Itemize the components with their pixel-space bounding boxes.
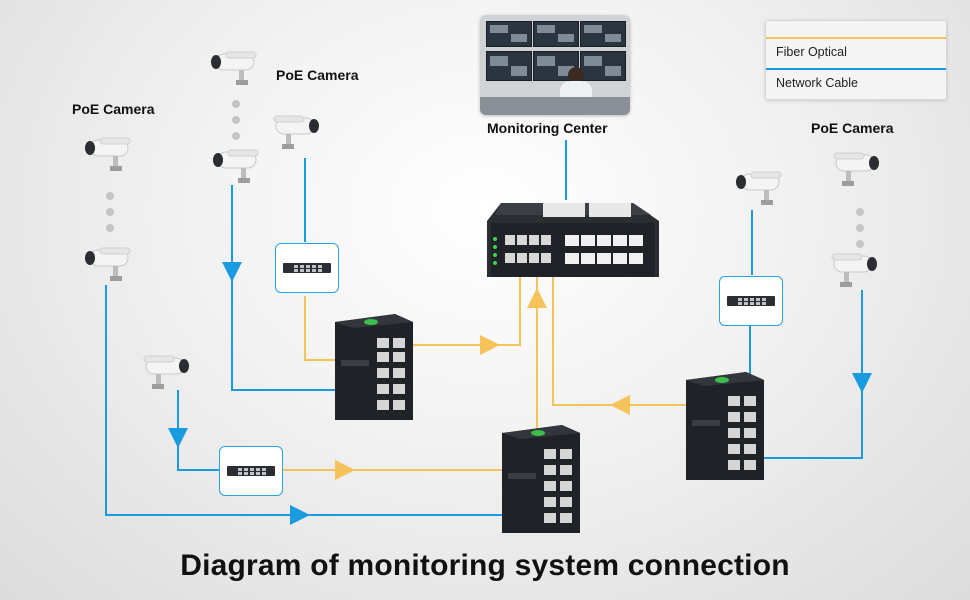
desk <box>480 97 630 115</box>
legend-fiber-line <box>766 37 946 39</box>
poe-camera-label-left: PoE Camera <box>72 101 155 117</box>
industrial-switch-bottom-icon <box>502 425 580 533</box>
legend-network-label: Network Cable <box>776 76 858 90</box>
network-line-left-camera-to-bottom-switch <box>105 285 515 516</box>
rack-switch-icon <box>283 263 331 273</box>
fiber-line-core-to-right <box>552 270 700 406</box>
network-line-mid-camera <box>177 390 220 471</box>
monitor-screen <box>533 21 579 47</box>
legend-network-line <box>766 68 946 70</box>
poe-camera-label-right: PoE Camera <box>811 120 894 136</box>
poe-switch-card-right <box>719 276 783 326</box>
monitor-screen <box>580 21 626 47</box>
diagram-title: Diagram of monitoring system connection <box>180 549 790 582</box>
poe-switch-card-middle <box>219 446 283 496</box>
poe-switch-card-top <box>275 243 339 293</box>
monitoring-center-image <box>480 15 630 115</box>
rack-switch-icon <box>727 296 775 306</box>
legend-fiber-label: Fiber Optical <box>776 45 847 59</box>
poe-camera-label-top: PoE Camera <box>276 67 359 83</box>
monitor-screen <box>580 51 626 81</box>
monitoring-center-label: Monitoring Center <box>487 120 608 136</box>
legend: Fiber Optical Network Cable <box>765 20 947 100</box>
core-switch-icon <box>487 203 659 277</box>
industrial-switch-right-icon <box>686 372 764 480</box>
monitor-screen <box>486 21 532 47</box>
rack-switch-icon <box>227 466 275 476</box>
monitor-screen <box>486 51 532 81</box>
industrial-switch-left-icon <box>335 314 413 420</box>
